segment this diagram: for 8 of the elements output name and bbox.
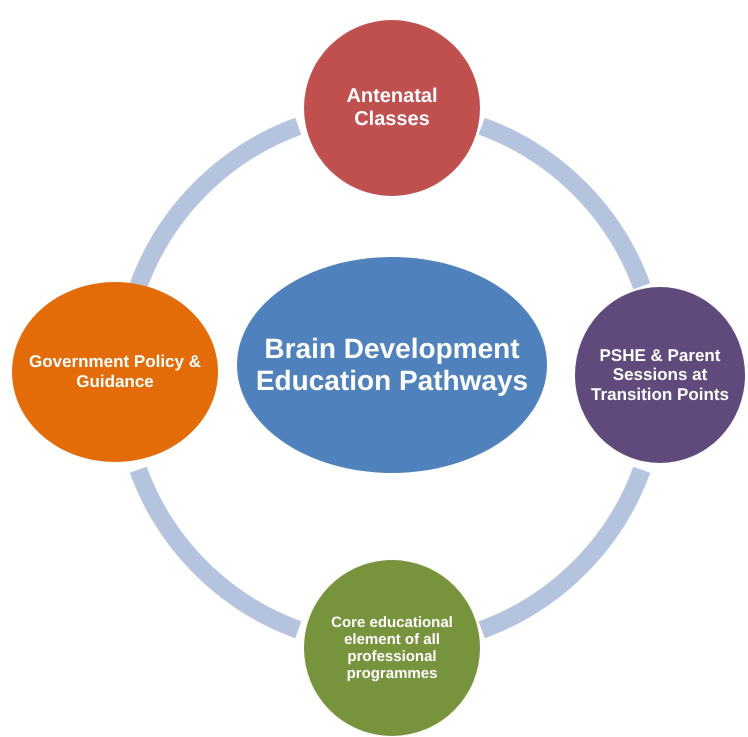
node-label: Core educational element of all professional programmes <box>330 614 454 682</box>
node-label: PSHE & Parent Sessions at Transition Points <box>590 346 730 404</box>
ring-connector <box>478 466 650 638</box>
ring-connector <box>478 118 650 290</box>
node-label: Antenatal Classes <box>345 85 439 131</box>
node-label: Brain Development Education Pathways <box>254 332 530 398</box>
ring-connector <box>130 466 302 638</box>
node-label: Government Policy & Guidance <box>28 352 202 392</box>
